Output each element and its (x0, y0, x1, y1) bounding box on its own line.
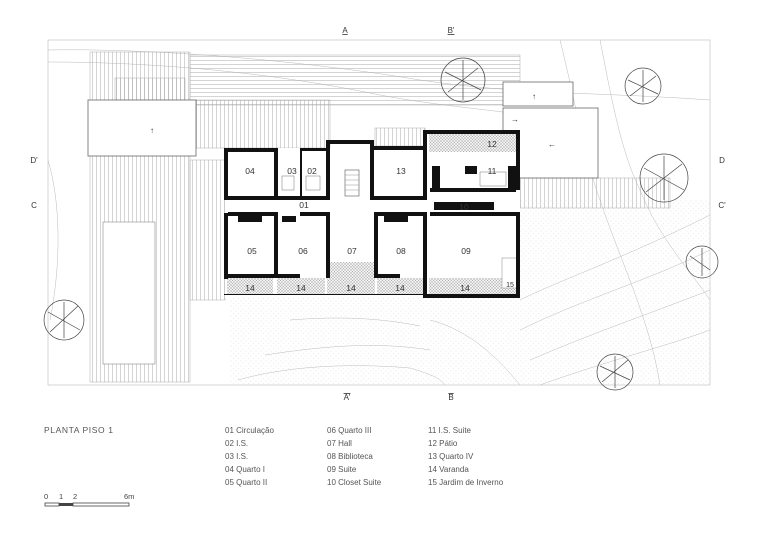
scale-graphic (44, 502, 130, 507)
room-label: 07 (347, 246, 357, 256)
legend-item: 07 Hall (327, 439, 352, 448)
legend-item: 03 I.S. (225, 452, 249, 461)
legend-column: 01 Circulação 02 I.S. 03 I.S. 04 Quarto … (225, 424, 274, 489)
plan-title: PLANTA PISO 1 (44, 425, 114, 435)
scale-tick-label: 0 (44, 492, 49, 501)
balcony (327, 262, 375, 294)
terrace (114, 77, 186, 101)
balcony (429, 278, 517, 294)
roof-volume (502, 81, 574, 107)
section-mark-bottom-a: A' (344, 393, 351, 400)
legend-item: 06 Quarto III (327, 426, 372, 435)
room-label: 05 (247, 246, 257, 256)
room-label: 01 (299, 200, 309, 210)
room-label: 02 (307, 166, 317, 176)
legend-item: 04 Quarto I (225, 465, 266, 474)
legend-item: 09 Suite (327, 465, 357, 474)
legend-item: 01 Circulação (225, 426, 274, 435)
section-mark-left-d: D' (30, 156, 38, 165)
scale-bar: 0 1 2 6m (44, 492, 164, 512)
terrace (194, 99, 331, 149)
legend-item: 08 Biblioteca (327, 452, 373, 461)
room-label: 14 (296, 283, 306, 293)
room-label: 13 (396, 166, 406, 176)
room-label: 04 (245, 166, 255, 176)
terrace (374, 127, 426, 147)
room-label: 14 (395, 283, 405, 293)
scale-tick-label: 1 (59, 492, 64, 501)
balcony (227, 278, 273, 294)
room-label: 09 (461, 246, 471, 256)
tree-icon (440, 57, 486, 103)
stair (344, 169, 360, 197)
room-label: 14 (346, 283, 356, 293)
room-label: 08 (396, 246, 406, 256)
up-arrow-icon: ↑ (532, 92, 536, 101)
room-label: 03 (287, 166, 297, 176)
legend-column: 11 I.S. Suite 12 Pátio 13 Quarto IV 14 V… (428, 424, 503, 489)
section-mark-right-d: D (719, 156, 725, 165)
legend-item: 11 I.S. Suite (428, 426, 471, 435)
tree-icon (685, 245, 719, 279)
section-mark-right-c: C' (718, 201, 726, 210)
patio (429, 134, 518, 152)
legend-item: 05 Quarto II (225, 478, 268, 487)
room-label: 10 (459, 202, 469, 212)
terrace (519, 177, 671, 209)
terrace (189, 159, 226, 301)
balcony (377, 278, 423, 294)
room-label: 11 (488, 166, 497, 176)
legend-item: 15 Jardim de Inverno (428, 478, 504, 487)
floor-plan: ↑ ↑ → ← (30, 26, 726, 400)
legend-item: 14 Varanda (428, 465, 469, 474)
left-arrow-icon: ← (548, 140, 556, 149)
right-arrow-icon: → (511, 115, 519, 124)
tree-icon (624, 67, 662, 105)
scale-tick-label: 2 (73, 492, 78, 501)
legend-item: 12 Pátio (428, 439, 458, 448)
legend-column: 06 Quarto III 07 Hall 08 Biblioteca 09 S… (327, 424, 381, 489)
tree-icon (596, 353, 634, 391)
section-markers: A B' A' B D' C D C' (30, 26, 726, 400)
pool (102, 221, 156, 365)
room-label: 12 (487, 139, 497, 149)
legend-item: 10 Closet Suite (327, 478, 382, 487)
legend-item: 02 I.S. (225, 439, 249, 448)
section-mark-top-a: A (342, 26, 348, 35)
balcony (277, 278, 325, 294)
section-mark-top-b: B' (448, 26, 455, 35)
room-label: 06 (298, 246, 308, 256)
section-mark-bottom-b: B (448, 393, 453, 400)
room-label: 14 (245, 283, 255, 293)
scale-tick-label: 6m (124, 492, 135, 501)
tree-icon (43, 299, 85, 341)
section-mark-left-c: C (31, 201, 37, 210)
ground-texture (230, 295, 520, 385)
tree-icon (639, 153, 689, 203)
house: 04 03 02 01 13 12 11 10 05 06 07 08 09 1… (224, 130, 520, 298)
room-label: 14 (460, 283, 470, 293)
legend-item: 13 Quarto IV (428, 452, 474, 461)
room-label: 15 (506, 282, 514, 289)
up-arrow-icon: ↑ (150, 126, 154, 135)
terrace (189, 54, 521, 106)
roof-volume (87, 99, 197, 157)
